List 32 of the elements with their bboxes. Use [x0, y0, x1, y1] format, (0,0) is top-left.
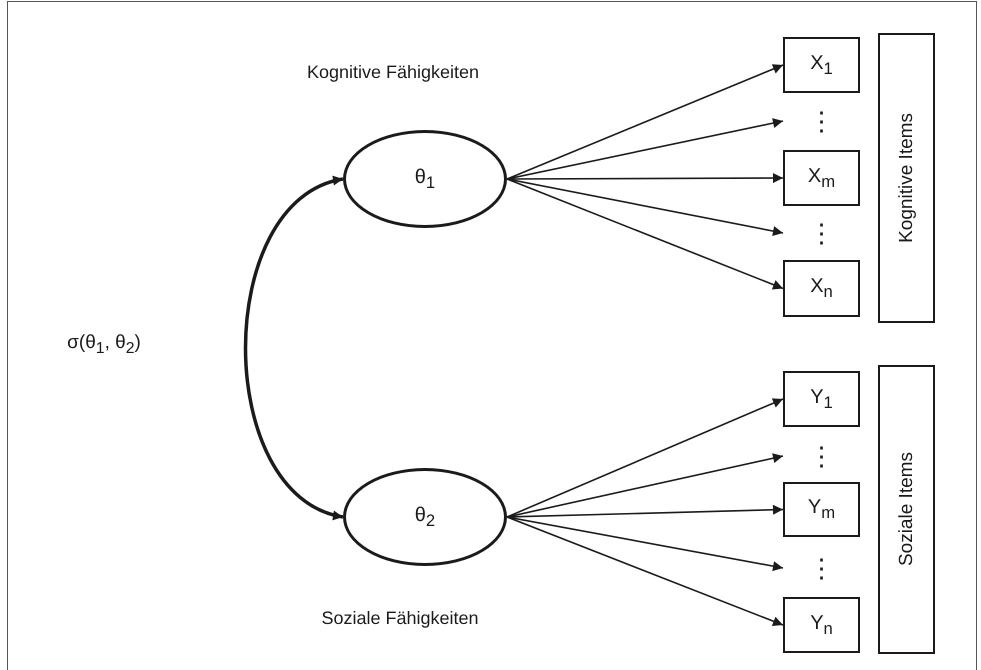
- item-label: X$_{1}$: [810, 52, 833, 78]
- item-box: [783, 37, 860, 93]
- item-box: [783, 260, 860, 317]
- ellipsis-dots: ⋮: [808, 108, 834, 134]
- group-label: Soziale Items: [896, 452, 918, 567]
- latent-variable-label: θ$_{2}$: [414, 504, 436, 530]
- factor-caption: Kognitive Fähigkeiten: [306, 62, 480, 83]
- ellipsis-dots: ⋮: [808, 443, 834, 469]
- item-label: X$_{m}$: [808, 164, 836, 192]
- item-box: [783, 150, 860, 206]
- item-label: X$_{n}$: [810, 275, 833, 302]
- ellipsis-dots: ⋮: [808, 555, 834, 581]
- arrow: [506, 516, 784, 626]
- item-label: Y$_{1}$: [810, 386, 833, 412]
- covariance-arrow: [244, 177, 344, 519]
- item-box: [783, 597, 860, 653]
- factor-caption: Soziale Fähigkeiten: [321, 608, 479, 629]
- item-label: Y$_{m}$: [808, 496, 836, 523]
- latent-variable-label: θ$_{1}$: [414, 166, 436, 192]
- group-band: [878, 365, 935, 654]
- item-box: [783, 482, 860, 537]
- arrow: [506, 178, 784, 236]
- group-band: [878, 33, 935, 323]
- arrow: [506, 453, 784, 518]
- arrow: [506, 398, 784, 518]
- group-label: Kognitive Items: [896, 113, 918, 243]
- ellipsis-dots: ⋮: [808, 220, 834, 246]
- item-box: [783, 371, 860, 427]
- item-label: Y$_{n}$: [810, 612, 833, 638]
- arrow: [506, 64, 784, 180]
- arrow: [506, 118, 784, 180]
- arrow: [506, 178, 784, 290]
